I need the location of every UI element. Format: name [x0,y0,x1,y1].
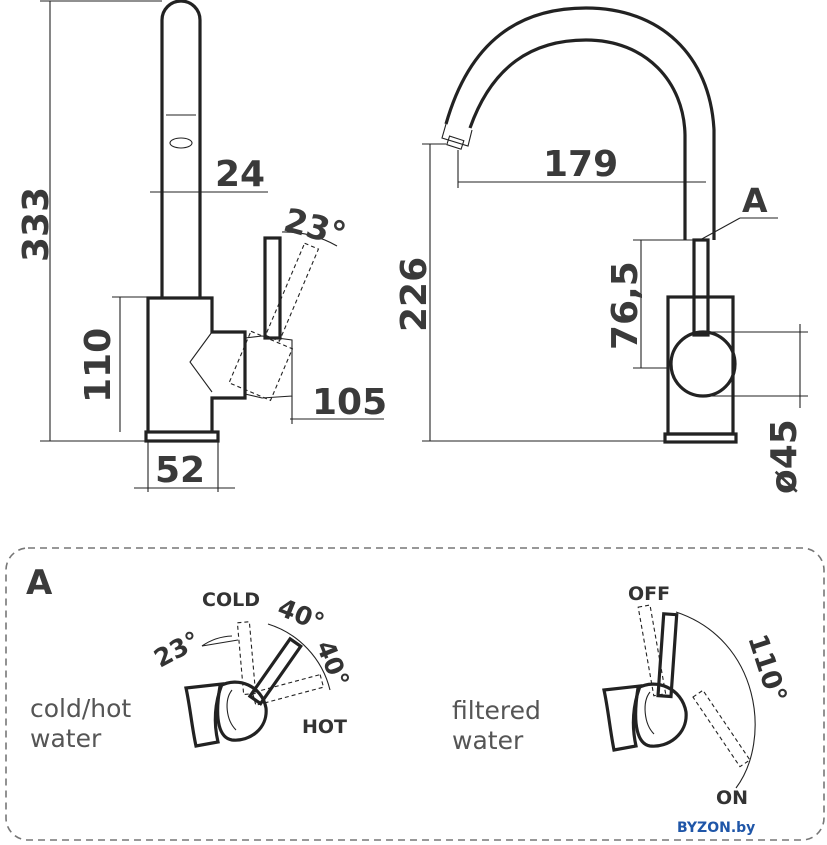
dim-226-label: 226 [394,257,435,332]
dim-23-label: 23° [280,200,350,254]
dim-333-label: 333 [16,187,57,262]
detail-title: A [26,563,53,603]
filtered-caption-line1: filtered [452,696,541,725]
front-spout-outer [444,6,716,240]
filtered-caption-line2: water [452,726,524,755]
cold-hot-caption-line1: cold/hot [30,694,131,723]
angle-40-top-label: 40° [274,593,329,638]
mixer-lever-detail [184,621,331,748]
off-label: OFF [628,583,670,605]
side-view: 333 110 24 23° 105 52 [16,0,387,492]
dim-24-label: 24 [215,154,265,195]
front-lever-hub [669,330,737,398]
side-body-outline [146,296,247,432]
front-body [666,295,735,436]
side-lever-cap [244,335,293,399]
dim-179-label: 179 [543,144,618,185]
side-spout-outline [160,0,202,297]
side-base [144,430,220,443]
cold-label: COLD [202,589,260,611]
front-lever [692,238,710,337]
detail-panel: A cold/hot water COLD HOT 23° 40° 40° fi… [5,547,825,841]
side-lever [263,236,282,340]
brand-watermark: BYZON.by [677,820,755,836]
filter-lever-detail [602,604,756,789]
side-lever-tilted [228,242,320,402]
cold-hot-caption-line2: water [30,724,102,753]
dim-52-label: 52 [155,450,205,491]
on-label: ON [716,787,748,809]
detail-marker-label: A [742,181,768,220]
dim-105-label: 105 [312,382,387,423]
detail-frame [5,547,825,841]
angle-110-label: 110° [741,631,792,707]
angle-40-side-label: 40° [310,636,355,691]
side-lever-housing [189,331,213,393]
dim-110-label: 110 [78,328,119,403]
dim-76-5-label: 76,5 [605,261,646,350]
front-view: 226 179 A 76,5 ø45 [394,6,808,494]
front-aerator [441,123,473,147]
front-base [663,432,738,444]
angle-23-label: 23° [149,625,204,673]
front-spout-inner [468,38,687,240]
side-aerator [169,137,193,149]
hot-label: HOT [302,716,347,738]
dim-45-label: ø45 [764,419,805,494]
